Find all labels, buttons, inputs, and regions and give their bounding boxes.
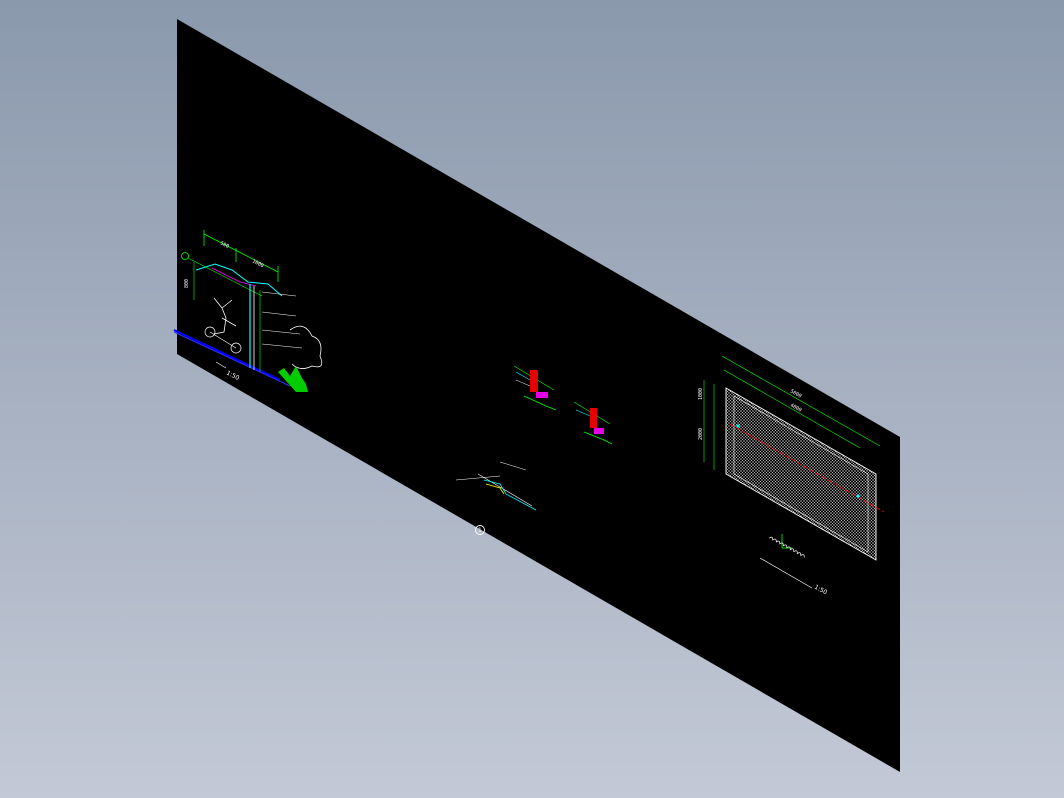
mesh-panel (725, 387, 877, 561)
ground-line (173, 329, 281, 381)
dim-top-2: 1000 (251, 258, 264, 269)
detail-c: 1 (455, 461, 537, 535)
detail-a (513, 365, 557, 411)
scale-bar (769, 536, 805, 558)
dim-inner: 4800 (789, 403, 802, 414)
shrub-outline (289, 325, 323, 369)
dim-top-1: 500 (219, 240, 230, 249)
section-marker-circle (181, 252, 189, 260)
section-c-marker (475, 525, 485, 535)
dim-width: 5000 (789, 389, 802, 400)
dim-side: 800 (184, 279, 190, 288)
fence-panel: 5000 4800 1000 2000 1:50 (698, 355, 885, 596)
grass (278, 366, 308, 392)
section-c-tag: 1 (478, 527, 482, 534)
detail-b (573, 401, 613, 445)
bicycle-figure (213, 297, 237, 335)
dim-height-top: 1000 (698, 388, 704, 400)
dim-height-bottom: 2000 (698, 428, 704, 440)
elevation-view: 500 1000 800 (173, 230, 323, 392)
